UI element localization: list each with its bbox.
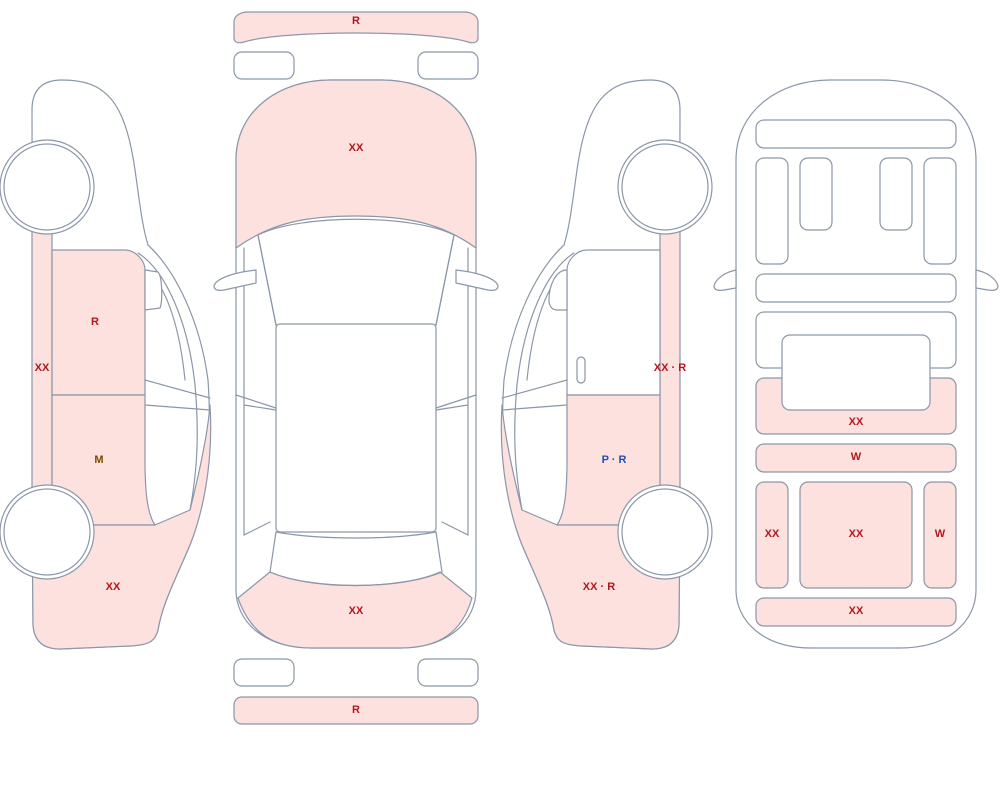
interior-right-mirror[interactable]	[975, 269, 999, 291]
rear-bumper[interactable]	[233, 696, 479, 725]
right-side-view: XX · R P · R XX · R	[500, 79, 713, 650]
interior-right-seat-label: W	[935, 528, 946, 540]
left-rear-wheel[interactable]	[3, 488, 91, 576]
right-door-crease-2	[435, 404, 469, 411]
right-front-wheel[interactable]	[621, 143, 709, 231]
right-quarter-panel[interactable]	[500, 404, 681, 650]
right-door-handle[interactable]	[576, 356, 586, 384]
top-view: R XX XX R	[213, 11, 499, 725]
hood-label: XX	[349, 142, 364, 154]
console-strip[interactable]	[755, 273, 957, 303]
left-front-door-label: R	[91, 316, 99, 328]
interior-rear-row-label: XX	[849, 605, 864, 617]
left-rocker-label: XX	[35, 362, 50, 374]
left-side-line	[243, 247, 271, 536]
interior-left-seat[interactable]	[755, 481, 789, 589]
left-mirror[interactable]	[144, 269, 163, 311]
left-mirror-top[interactable]	[213, 269, 257, 291]
front-bumper[interactable]	[233, 11, 479, 44]
front-bumper-label: R	[352, 15, 360, 27]
rear-bumper-label: R	[352, 704, 360, 716]
right-headlight[interactable]	[417, 51, 479, 80]
right-door-crease	[435, 394, 477, 409]
interior-row-1-label: XX	[849, 416, 864, 428]
right-rear-wheel[interactable]	[621, 488, 709, 576]
left-taillight[interactable]	[233, 658, 295, 687]
right-rocker-label: XX · R	[654, 362, 686, 374]
left-door-crease	[235, 394, 277, 409]
left-headlight[interactable]	[233, 51, 295, 80]
right-vent[interactable]	[923, 157, 957, 265]
right-a-pillar	[435, 234, 455, 326]
left-quarter-label: XX	[106, 581, 121, 593]
right-rear-door-label: P · R	[602, 454, 627, 466]
left-rocker-panel[interactable]	[31, 229, 53, 491]
center-console[interactable]	[781, 334, 931, 411]
right-front-door-panel[interactable]	[566, 249, 661, 396]
right-belt-line-1	[501, 379, 568, 399]
right-windshield-line	[514, 252, 575, 511]
left-vent[interactable]	[755, 157, 789, 265]
interior-row-2-panel[interactable]	[755, 443, 957, 473]
hood-panel[interactable]	[235, 79, 477, 249]
left-door-crease-2	[243, 404, 277, 411]
right-taillight[interactable]	[417, 658, 479, 687]
interior-center-seat[interactable]	[799, 481, 913, 589]
interior-row-2-label: W	[851, 451, 862, 463]
dashboard-panel[interactable]	[755, 119, 957, 149]
left-rear-door-label: M	[94, 454, 103, 466]
right-quarter-label: XX · R	[583, 581, 615, 593]
right-side-line	[441, 247, 469, 536]
right-mirror[interactable]	[548, 269, 568, 311]
left-front-wheel[interactable]	[3, 143, 91, 231]
left-center-vent[interactable]	[799, 157, 833, 231]
interior-left-mirror[interactable]	[713, 269, 737, 291]
roof-panel[interactable]	[275, 323, 437, 533]
right-belt-line-2	[501, 404, 568, 411]
left-belt-line-2	[144, 404, 211, 411]
left-front-door-panel[interactable]	[51, 249, 146, 396]
interior-right-seat[interactable]	[923, 481, 957, 589]
interior-center-seat-label: XX	[849, 528, 864, 540]
right-center-vent[interactable]	[879, 157, 913, 231]
left-a-pillar	[257, 234, 277, 326]
left-side-view: XX R M XX	[0, 79, 212, 650]
interior-rear-row[interactable]	[755, 597, 957, 627]
rear-window-outline	[269, 531, 443, 587]
interior-view: XX W XX XX W XX	[713, 79, 999, 649]
right-rocker-panel[interactable]	[659, 229, 681, 491]
interior-left-seat-label: XX	[765, 528, 780, 540]
left-belt-line-1	[144, 379, 211, 399]
right-mirror-top[interactable]	[455, 269, 499, 291]
front-fascia-label: XX	[349, 605, 364, 617]
left-quarter-panel[interactable]	[31, 404, 212, 650]
